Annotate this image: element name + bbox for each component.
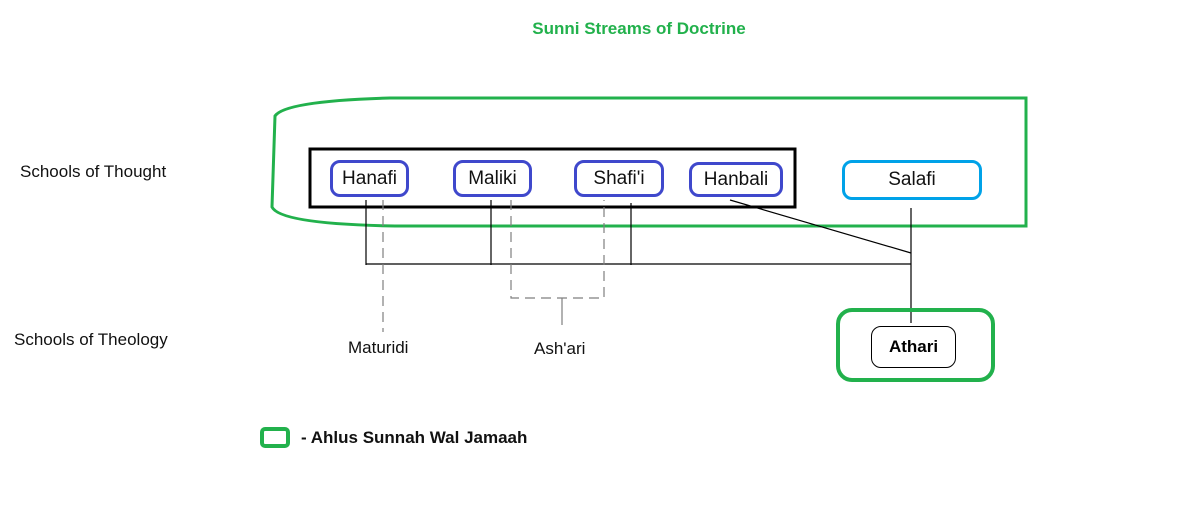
ahlus-sunnah-group-outline [270,96,1028,228]
legend-label: - Ahlus Sunnah Wal Jamaah [301,428,528,447]
node-maturidi: Maturidi [348,338,409,357]
ahlus-sunnah-athari-outline [836,308,995,382]
diagram-title: Sunni Streams of Doctrine [532,19,746,38]
four-madhhabs-box [308,147,797,209]
node-hanbali: Hanbali [689,162,783,197]
maliki-shafii-asharii-dashed [510,200,605,299]
row-label-schools-of-thought: Schools of Thought [20,162,167,181]
node-shafii: Shafi'i [574,160,664,197]
node-athari: Athari [871,326,956,368]
node-maliki: Maliki [453,160,532,197]
node-asharii: Ash'ari [534,339,586,358]
hanbali-connector [729,199,912,254]
node-salafi: Salafi [842,160,982,200]
node-hanafi: Hanafi [330,160,409,197]
legend-swatch [260,427,290,448]
row-label-schools-of-theology: Schools of Theology [14,330,168,349]
